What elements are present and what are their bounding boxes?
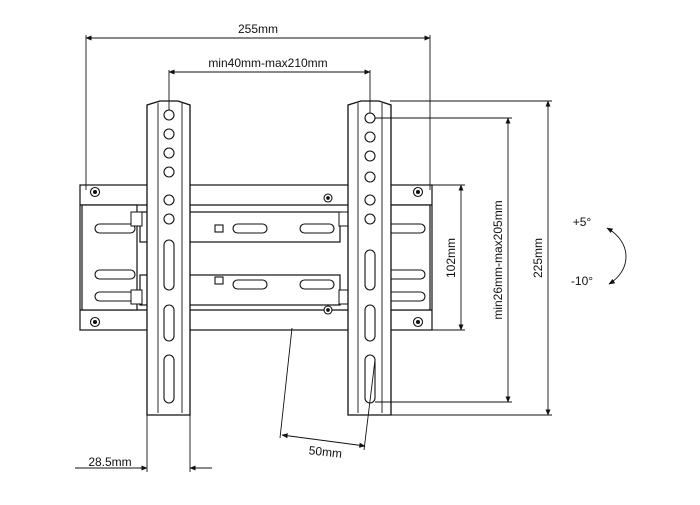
arm-bolts (130, 211, 351, 305)
tilt-up-label: +5° (573, 215, 592, 229)
vesa-horizontal-label: min40mm-max210mm (208, 56, 327, 70)
dimension-lines (75, 35, 627, 472)
total-height-label: 225mm (531, 238, 545, 278)
left-arm-holes (163, 109, 175, 404)
vesa-vertical-label: min26mm-max205mm (491, 200, 505, 319)
wall-plate-height-label: 102mm (444, 238, 458, 278)
right-arm-holes (364, 112, 376, 404)
tilt-down-label: -10° (571, 274, 593, 288)
corner-screws (89, 186, 424, 328)
total-width-label: 255mm (238, 22, 278, 36)
arm-width-label: 28.5mm (88, 455, 131, 469)
depth-label: 50mm (308, 443, 343, 460)
wall-plate-slots (94, 223, 426, 302)
